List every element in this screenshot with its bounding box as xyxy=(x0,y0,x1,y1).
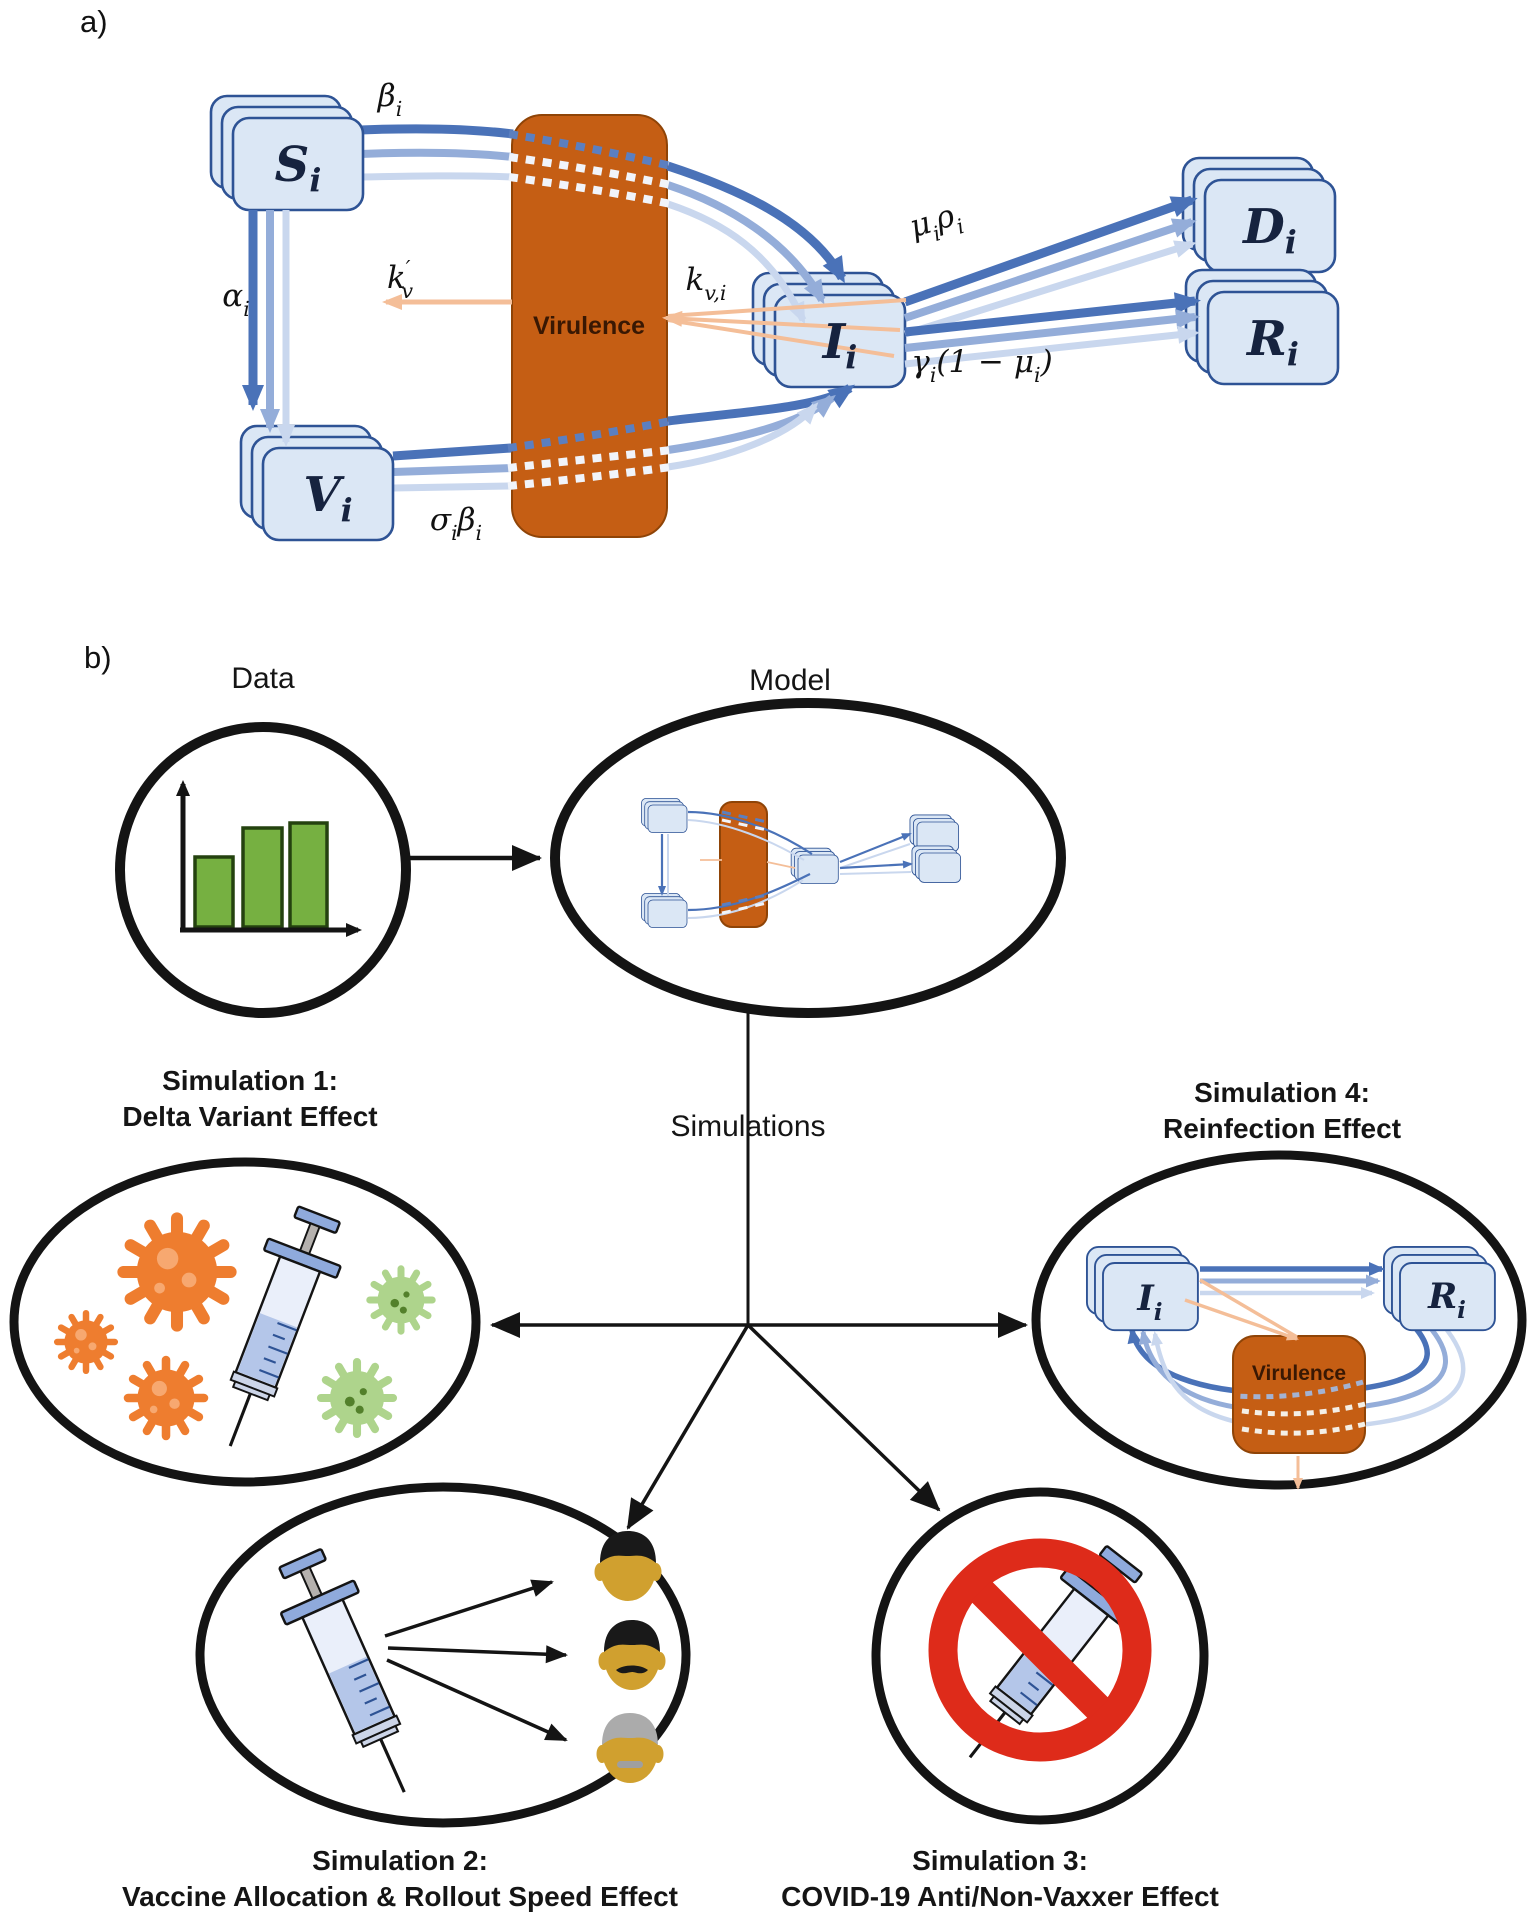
sim2-title-line2: Vaccine Allocation & Rollout Speed Effec… xyxy=(122,1881,678,1912)
sim1-ellipse xyxy=(9,1157,481,1487)
simulation-branch-arrows xyxy=(490,1009,1028,1530)
person-face-elderly-icon xyxy=(596,1713,664,1783)
panel-a-label: a) xyxy=(80,4,108,39)
arrows-virulence-to-i-bottom xyxy=(667,384,855,471)
rate-alpha-label: αi xyxy=(222,278,249,321)
virulence-dashed-flows xyxy=(507,130,672,490)
sim4-orange-arrows xyxy=(1184,1278,1303,1490)
compartment-s-label: Si xyxy=(275,137,322,199)
sim4-compartment-r-label: Ri xyxy=(1427,1276,1466,1324)
simulations-label: Simulations xyxy=(670,1110,825,1143)
bar-chart-icon xyxy=(176,780,362,937)
rate-gamma-label: γi(1 − μi) xyxy=(911,344,1052,387)
simulation-4: Simulation 4: Reinfection Effect xyxy=(1031,1077,1527,1490)
sim3-title-line2: COVID-19 Anti/Non-Vaxxer Effect xyxy=(781,1881,1219,1912)
sim4-ellipse xyxy=(1031,1150,1527,1490)
flow-s-to-virulence xyxy=(359,124,514,181)
arrows-i-to-d xyxy=(903,195,1198,338)
rate-beta-label: βi xyxy=(377,78,402,121)
sim3-circle xyxy=(871,1487,1209,1825)
rate-sigma-beta-label: σiβi xyxy=(430,502,482,545)
arrows-virulence-to-i-top xyxy=(666,161,846,325)
data-circle xyxy=(115,722,411,1018)
model-ellipse xyxy=(550,698,1066,1018)
sim2-ellipse xyxy=(195,1482,691,1828)
sim4-title-line2: Reinfection Effect xyxy=(1163,1113,1401,1144)
arrows-s-to-v xyxy=(242,210,295,447)
flow-v-to-virulence xyxy=(392,443,512,492)
virulence-label: Virulence xyxy=(533,312,645,340)
compartment-d-label: Di xyxy=(1241,199,1297,261)
compartment-i-label: Ii xyxy=(821,314,858,376)
arrows-k-v-i xyxy=(662,298,907,358)
simulation-2: Simulation 2: Vaccine Allocation & Rollo… xyxy=(122,1482,691,1912)
rate-mu-rho-label: μiρi xyxy=(905,196,967,252)
syringe-icon xyxy=(261,1540,443,1810)
data-label: Data xyxy=(231,662,295,695)
person-face-adult-icon xyxy=(598,1620,666,1690)
syringe-icon xyxy=(192,1198,357,1462)
panel-a-compartment-model: a) xyxy=(80,4,1340,545)
compartment-v-label: Vi xyxy=(303,467,352,529)
coronavirus-icons xyxy=(57,1218,432,1436)
panel-b-label: b) xyxy=(84,640,112,675)
person-face-young-icon xyxy=(594,1531,662,1601)
simulation-3: Simulation 3: COVID-19 Anti/Non-Vaxxer E… xyxy=(781,1487,1219,1912)
simulation-1: Simulation 1: Delta Variant Effect xyxy=(9,1065,481,1487)
no-vaccine-prohibition-icon xyxy=(928,1533,1157,1784)
compartment-model-icon xyxy=(641,798,962,928)
compartment-r-label: Ri xyxy=(1245,311,1299,373)
sim1-title-line1: Simulation 1: xyxy=(162,1065,338,1096)
arrows-i-to-r xyxy=(904,292,1201,368)
sim4-title-line1: Simulation 4: xyxy=(1194,1077,1370,1108)
sim3-title-line1: Simulation 3: xyxy=(912,1845,1088,1876)
sim2-title-line1: Simulation 2: xyxy=(312,1845,488,1876)
sim4-virulence-dashed-flows xyxy=(1235,1379,1366,1436)
sim4-compartment-i-label: Ii xyxy=(1136,1278,1162,1326)
sim2-allocation-arrows xyxy=(384,1579,568,1742)
sim1-title-line2: Delta Variant Effect xyxy=(122,1101,377,1132)
sim4-virulence-label: Virulence xyxy=(1252,1362,1346,1385)
panel-b-flowchart: b) Data Model xyxy=(9,640,1527,1912)
sim4-arrows-i-to-r xyxy=(1200,1262,1385,1299)
rate-kvi-label: kv,i xyxy=(686,262,727,305)
rate-kv-prime-label: k′v xyxy=(387,256,413,303)
model-label: Model xyxy=(749,664,831,697)
